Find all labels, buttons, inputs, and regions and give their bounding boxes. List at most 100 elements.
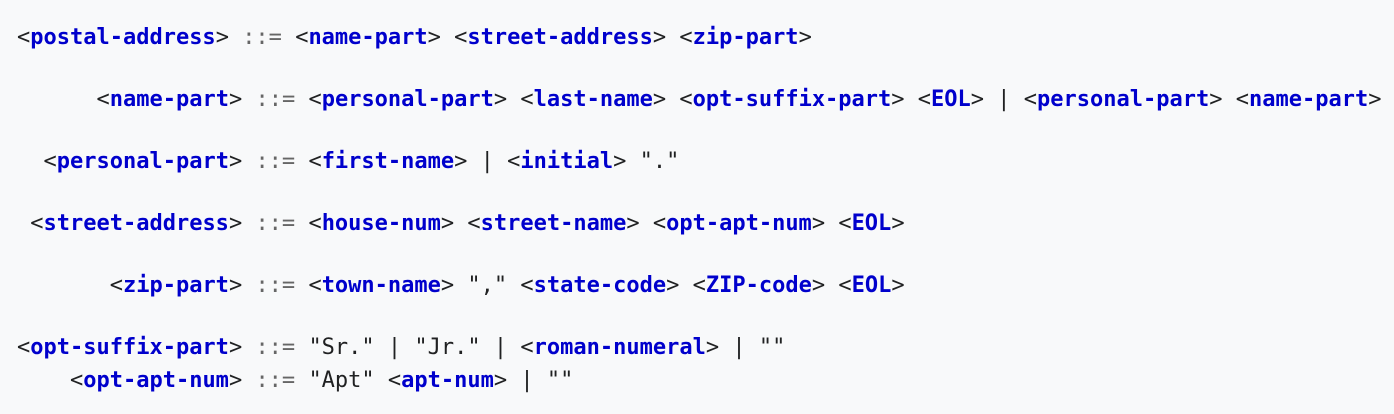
angle-open: < bbox=[109, 273, 123, 298]
definition-operator: ::= bbox=[255, 335, 296, 360]
nonterminal: opt-apt-num bbox=[83, 368, 229, 393]
definition-operator: ::= bbox=[255, 273, 296, 298]
string-literal: "" bbox=[546, 368, 574, 393]
angle-close: > bbox=[440, 211, 455, 236]
angle-open: < bbox=[30, 211, 44, 236]
alternative-separator: | bbox=[997, 87, 1011, 112]
angle-open: < bbox=[520, 273, 534, 298]
angle-close: > bbox=[228, 87, 243, 112]
string-literal: "Jr." bbox=[414, 335, 481, 360]
angle-close: > bbox=[1368, 87, 1382, 112]
string-literal: "," bbox=[467, 273, 508, 298]
angle-close: > bbox=[228, 149, 243, 174]
angle-open: < bbox=[692, 273, 706, 298]
angle-open: < bbox=[467, 211, 481, 236]
alternative-separator: | bbox=[480, 149, 494, 174]
angle-close: > bbox=[970, 87, 985, 112]
angle-close: > bbox=[1209, 87, 1223, 112]
angle-close: > bbox=[228, 368, 243, 393]
nonterminal: EOL bbox=[931, 87, 971, 112]
alternative-separator: | bbox=[732, 335, 746, 360]
bnf-rule-name-part: <name-part> ::= <personal-part> <last-na… bbox=[17, 86, 1381, 114]
angle-close: > bbox=[440, 273, 455, 298]
bnf-rule-zip-part: <zip-part> ::= <town-name> "," <state-co… bbox=[17, 272, 905, 300]
definition-operator: ::= bbox=[255, 149, 296, 174]
angle-open: < bbox=[387, 368, 402, 393]
angle-close: > bbox=[454, 149, 468, 174]
angle-open: < bbox=[520, 87, 534, 112]
angle-close: > bbox=[228, 211, 243, 236]
nonterminal: opt-suffix-part bbox=[30, 335, 229, 360]
angle-open: < bbox=[308, 273, 322, 298]
angle-close: > bbox=[427, 25, 441, 50]
nonterminal: apt-num bbox=[401, 368, 494, 393]
angle-open: < bbox=[295, 25, 309, 50]
angle-close: > bbox=[215, 25, 229, 50]
nonterminal: personal-part bbox=[56, 149, 229, 174]
angle-open: < bbox=[507, 149, 521, 174]
angle-open: < bbox=[17, 335, 31, 360]
nonterminal: last-name bbox=[533, 87, 653, 112]
angle-close: > bbox=[228, 335, 243, 360]
nonterminal: first-name bbox=[321, 149, 455, 174]
angle-open: < bbox=[838, 211, 852, 236]
nonterminal: postal-address bbox=[30, 25, 216, 50]
angle-open: < bbox=[17, 25, 31, 50]
angle-close: > bbox=[811, 273, 826, 298]
angle-close: > bbox=[666, 273, 680, 298]
angle-open: < bbox=[43, 149, 57, 174]
angle-close: > bbox=[891, 87, 905, 112]
angle-open: < bbox=[652, 211, 667, 236]
string-literal: "." bbox=[639, 149, 680, 174]
angle-close: > bbox=[705, 335, 720, 360]
string-literal: "Apt" bbox=[308, 368, 375, 393]
nonterminal: name-part bbox=[308, 25, 428, 50]
angle-open: < bbox=[308, 87, 322, 112]
angle-open: < bbox=[679, 87, 693, 112]
nonterminal: town-name bbox=[321, 273, 441, 298]
definition-operator: ::= bbox=[255, 368, 296, 393]
nonterminal: initial bbox=[520, 149, 614, 174]
nonterminal: ZIP-code bbox=[705, 273, 812, 298]
angle-open: < bbox=[69, 368, 84, 393]
angle-open: < bbox=[1023, 87, 1038, 112]
nonterminal: zip-part bbox=[122, 273, 229, 298]
angle-open: < bbox=[1235, 87, 1249, 112]
string-literal: "Sr." bbox=[308, 335, 375, 360]
nonterminal: street-address bbox=[43, 211, 229, 236]
alternative-separator: | bbox=[520, 368, 534, 393]
angle-open: < bbox=[917, 87, 932, 112]
nonterminal: name-part bbox=[1248, 87, 1369, 112]
definition-operator: ::= bbox=[255, 211, 296, 236]
nonterminal: EOL bbox=[851, 273, 892, 298]
angle-close: > bbox=[228, 273, 243, 298]
nonterminal: personal-part bbox=[1037, 87, 1210, 112]
angle-open: < bbox=[838, 273, 852, 298]
bnf-rule-opt-suffix-part: <opt-suffix-part> ::= "Sr." | "Jr." | <r… bbox=[17, 334, 785, 362]
angle-open: < bbox=[308, 211, 322, 236]
string-literal: "" bbox=[758, 335, 786, 360]
angle-open: < bbox=[679, 25, 693, 50]
nonterminal: street-address bbox=[467, 25, 653, 50]
bnf-rule-street-address: <street-address> ::= <house-num> <street… bbox=[17, 210, 904, 238]
angle-close: > bbox=[811, 211, 826, 236]
alternative-separator: | bbox=[387, 335, 402, 360]
nonterminal: roman-numeral bbox=[533, 335, 706, 360]
angle-close: > bbox=[493, 368, 508, 393]
angle-close: > bbox=[493, 87, 508, 112]
bnf-rule-postal-address: <postal-address> ::= <name-part> <street… bbox=[17, 24, 812, 52]
definition-operator: ::= bbox=[242, 25, 282, 50]
nonterminal: personal-part bbox=[321, 87, 494, 112]
angle-open: < bbox=[96, 87, 110, 112]
angle-open: < bbox=[308, 149, 322, 174]
nonterminal: zip-part bbox=[692, 25, 799, 50]
nonterminal: street-name bbox=[480, 211, 627, 236]
definition-operator: ::= bbox=[255, 87, 296, 112]
angle-close: > bbox=[613, 149, 627, 174]
angle-close: > bbox=[891, 273, 905, 298]
angle-open: < bbox=[454, 25, 468, 50]
nonterminal: name-part bbox=[109, 87, 229, 112]
angle-close: > bbox=[798, 25, 812, 50]
angle-close: > bbox=[626, 211, 640, 236]
